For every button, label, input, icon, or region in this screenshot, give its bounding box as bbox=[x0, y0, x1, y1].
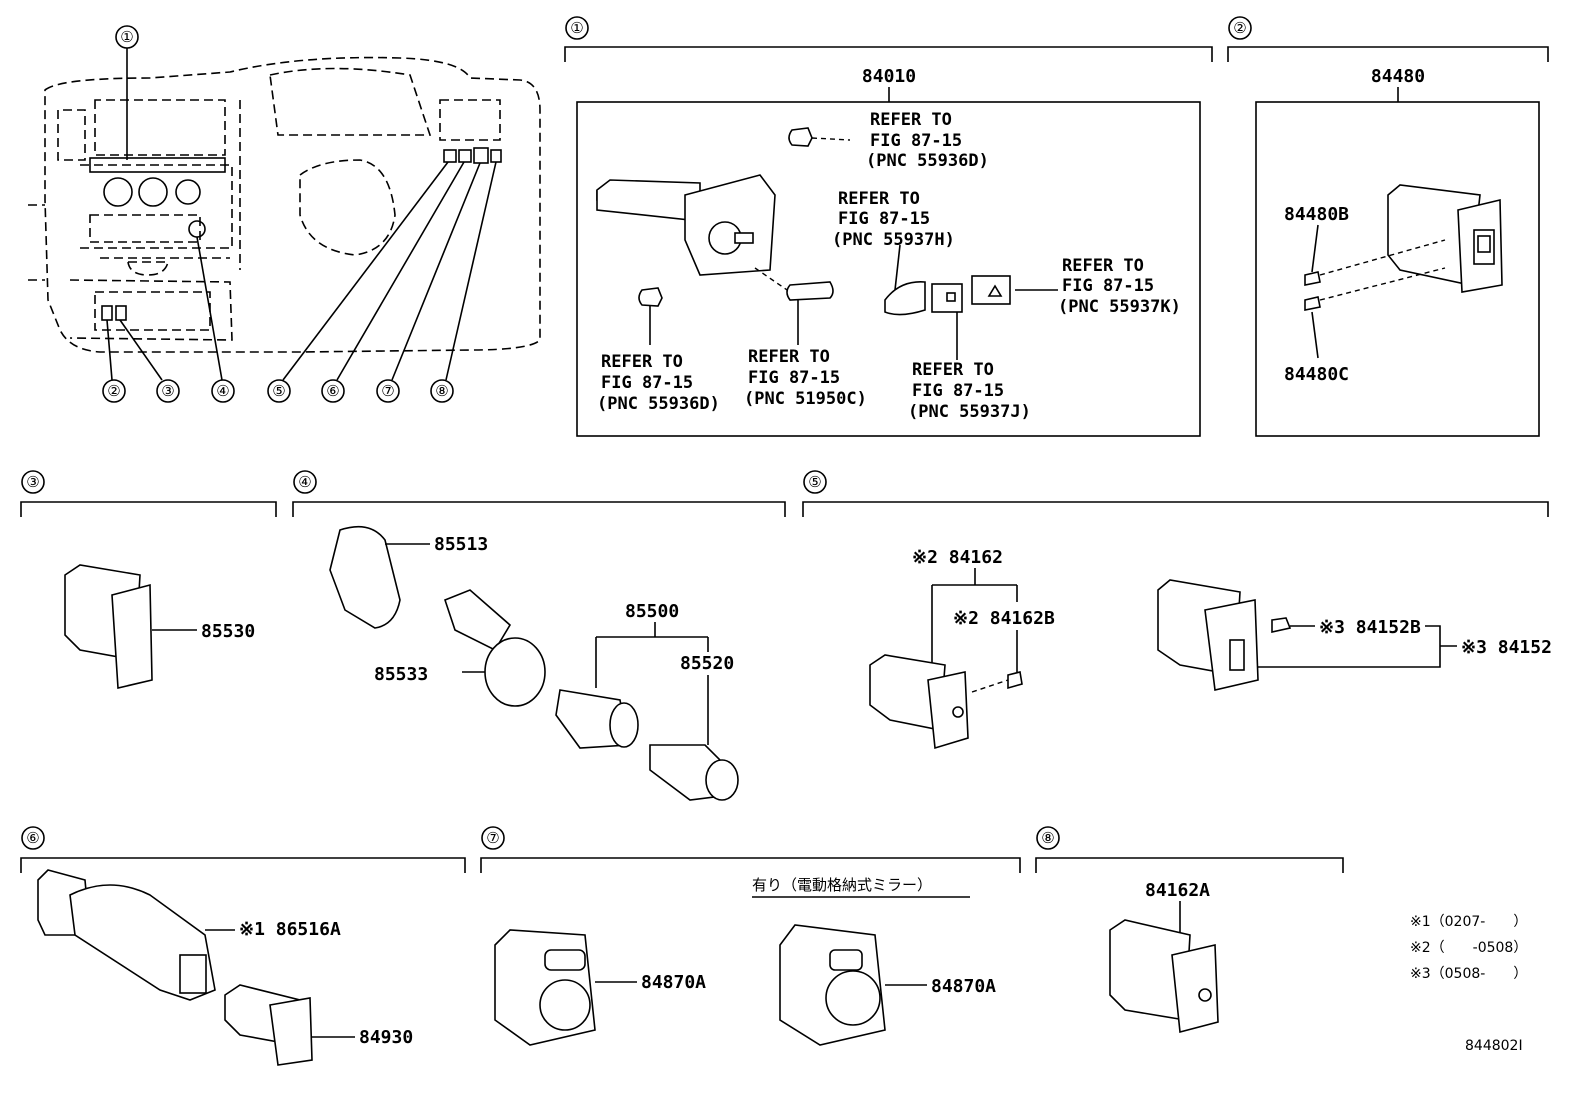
section-6-number: ⑥ bbox=[26, 829, 39, 847]
section-3: ③ 85530 bbox=[20, 470, 277, 689]
part-85530: 85530 bbox=[201, 621, 255, 642]
refer-5-line1: REFER TO bbox=[748, 347, 830, 367]
callout-4: ④ bbox=[216, 382, 229, 400]
refer-4-line2: FIG 87-15 bbox=[601, 373, 693, 393]
part-85533: 85533 bbox=[374, 664, 428, 685]
section-2-number: ② bbox=[1233, 19, 1246, 37]
part-84162: ※2 84162 bbox=[912, 547, 1003, 568]
section-1-box bbox=[576, 101, 1201, 437]
refer-3-line2: FIG 87-15 bbox=[1062, 276, 1154, 296]
s7-note: 有り（電動格納式ミラー） bbox=[752, 876, 932, 894]
section-4-number: ④ bbox=[298, 473, 311, 491]
section-7: ⑦ 84870A 有り（電動格納式ミラー） 84870A bbox=[480, 826, 1021, 1046]
part-84480B: 84480B bbox=[1284, 204, 1349, 225]
refer-2-line3: (PNC 55937H) bbox=[832, 230, 955, 250]
part-84152: ※3 84152 bbox=[1461, 637, 1552, 658]
part-84930: 84930 bbox=[359, 1027, 413, 1048]
part-84010: 84010 bbox=[862, 66, 916, 87]
section-8-number: ⑧ bbox=[1041, 829, 1054, 847]
callout-7: ⑦ bbox=[381, 382, 394, 400]
callout-5: ⑤ bbox=[272, 382, 285, 400]
refer-4-line1: REFER TO bbox=[601, 352, 683, 372]
callout-3: ③ bbox=[161, 382, 174, 400]
part-84162A: 84162A bbox=[1145, 880, 1210, 901]
section-5: ⑤ ※2 84162 ※2 84162B ※3 84152B ※3 84152 bbox=[802, 470, 1552, 750]
part-86516A: ※1 86516A bbox=[239, 919, 341, 940]
callout-1: ① bbox=[120, 28, 133, 46]
refer-2-line2: FIG 87-15 bbox=[838, 209, 930, 229]
refer-3-line3: (PNC 55937K) bbox=[1058, 297, 1181, 317]
part-84480: 84480 bbox=[1371, 66, 1425, 87]
diagram-id: 844802I bbox=[1465, 1038, 1523, 1054]
part-84162B: ※2 84162B bbox=[953, 608, 1055, 629]
refer-5-line2: FIG 87-15 bbox=[748, 368, 840, 388]
refer-4-line3: (PNC 55936D) bbox=[597, 394, 720, 414]
legend-1: ※1（0207- ） bbox=[1410, 914, 1527, 930]
legend-2: ※2（ -0508） bbox=[1410, 940, 1527, 956]
section-2: ② 84480 84480B 84480C bbox=[1227, 16, 1549, 437]
legend: ※1（0207- ） ※2（ -0508） ※3（0508- ） bbox=[1410, 914, 1527, 982]
section-3-number: ③ bbox=[26, 473, 39, 491]
section-5-number: ⑤ bbox=[808, 473, 821, 491]
callout-6: ⑥ bbox=[326, 382, 339, 400]
dashboard-overview bbox=[28, 48, 541, 381]
section-2-box bbox=[1255, 101, 1540, 437]
callout-8: ⑧ bbox=[435, 382, 448, 400]
section-1-number: ① bbox=[570, 19, 583, 37]
part-84870A-2: 84870A bbox=[931, 976, 996, 997]
overview-callouts: ① ② ③ ④ ⑤ ⑥ ⑦ ⑧ bbox=[102, 25, 454, 403]
refer-1-line2: FIG 87-15 bbox=[870, 131, 962, 151]
refer-1-line3: (PNC 55936D) bbox=[866, 151, 989, 171]
callout-2: ② bbox=[107, 382, 120, 400]
part-85520: 85520 bbox=[680, 653, 734, 674]
section-8: ⑧ 84162A bbox=[1035, 826, 1344, 1034]
part-84152B: ※3 84152B bbox=[1319, 617, 1421, 638]
legend-3: ※3（0508- ） bbox=[1410, 966, 1527, 982]
part-84480C: 84480C bbox=[1284, 364, 1349, 385]
refer-3-line1: REFER TO bbox=[1062, 256, 1144, 276]
refer-1-line1: REFER TO bbox=[870, 110, 952, 130]
part-84870A-1: 84870A bbox=[641, 972, 706, 993]
refer-6-line1: REFER TO bbox=[912, 360, 994, 380]
refer-2-line1: REFER TO bbox=[838, 189, 920, 209]
section-1: ① 84010 REFER TO FIG 87-15 (PNC 55936D) … bbox=[564, 16, 1213, 437]
refer-5-line3: (PNC 51950C) bbox=[744, 389, 867, 409]
refer-6-line3: (PNC 55937J) bbox=[908, 402, 1031, 422]
section-7-number: ⑦ bbox=[486, 829, 499, 847]
section-4: ④ 85513 85533 85500 85520 bbox=[292, 470, 786, 801]
part-85513: 85513 bbox=[434, 534, 488, 555]
refer-6-line2: FIG 87-15 bbox=[912, 381, 1004, 401]
section-6: ⑥ ※1 86516A 84930 bbox=[20, 826, 466, 1066]
part-85500: 85500 bbox=[625, 601, 679, 622]
